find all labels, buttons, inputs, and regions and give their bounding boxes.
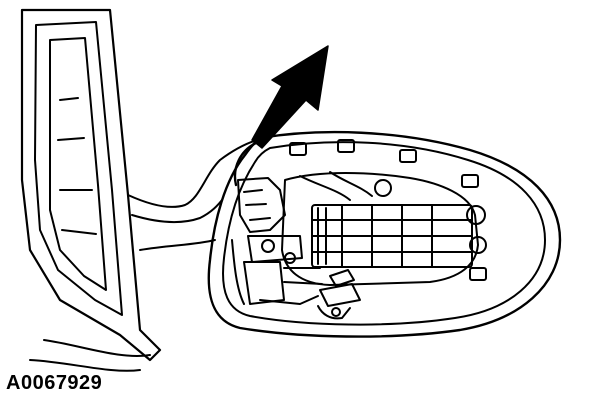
figure-reference-code: A0067929: [6, 372, 103, 394]
mirror-housing: [207, 130, 562, 338]
wiring-harness: [231, 177, 361, 320]
actuator-assembly: [281, 171, 487, 286]
mirror-base-arm: [127, 137, 266, 251]
door-frame: [20, 8, 162, 372]
pointer-arrow-icon: [251, 45, 329, 149]
